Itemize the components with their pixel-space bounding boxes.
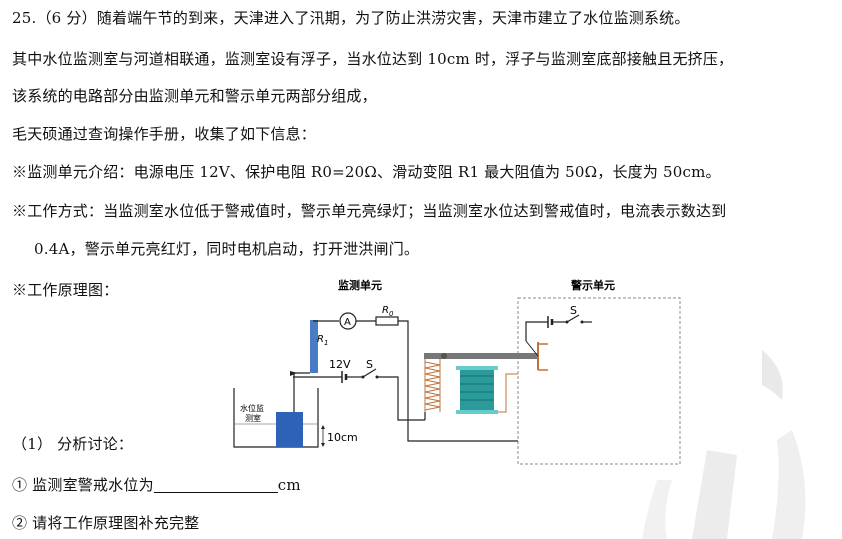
slider-arrow	[290, 371, 297, 376]
answer-blank[interactable]	[153, 476, 278, 493]
resistor-r0	[375, 316, 399, 326]
monitor-unit-label: 监测单元	[338, 278, 382, 292]
switch-s1-label: S	[366, 358, 373, 371]
float	[276, 412, 303, 447]
question-1-prefix: ① 监测室警戒水位为	[12, 476, 154, 494]
relay-armature	[424, 353, 538, 359]
problem-line-1: 25.（6 分）随着端午节的到来，天津进入了汛期，为了防止洪涝灾害，天津市建立了…	[12, 9, 690, 27]
watermark-decoration	[642, 350, 806, 539]
switch-s2	[566, 314, 580, 323]
voltage-label: 12V	[329, 358, 351, 371]
problem-line-5: ※监测单元介绍：电源电压 12V、保护电阻 R0=20Ω、滑动变阻 R1 最大阻…	[12, 163, 721, 181]
switch-s1	[362, 368, 377, 378]
problem-line-6: ※工作方式：当监测室水位低于警戒值时，警示单元亮绿灯；当监测室水位达到警戒值时，…	[12, 202, 727, 220]
question-part-1: （1） 分析讨论：	[12, 435, 134, 453]
question-2: ② 请将工作原理图补充完整	[12, 514, 200, 532]
moving-contact-wire	[525, 340, 539, 357]
problem-line-7: 0.4A，警示单元亮红灯，同时电机启动，打开泄洪闸门。	[34, 240, 420, 258]
question-1: ① 监测室警戒水位为 cm	[12, 475, 301, 495]
switch-s2-label: S	[570, 304, 577, 317]
warning-unit-label: 警示单元	[570, 278, 615, 292]
problem-line-3: 该系统的电路部分由监测单元和警示单元两部分组成，	[12, 87, 377, 105]
ammeter-label: A	[344, 317, 351, 328]
warning-unit-box	[517, 297, 681, 465]
r1-label: R1	[317, 334, 328, 347]
relay-coil	[456, 366, 498, 414]
slider-resistor-r1	[310, 320, 318, 373]
problem-line-2: 其中水位监测室与河道相联通，监测室设有浮子，当水位达到 10cm 时，浮子与监测…	[12, 50, 734, 68]
question-1-unit: cm	[277, 476, 301, 494]
armature-pivot	[441, 353, 447, 359]
height-label: 10cm	[327, 431, 358, 444]
room-label-2: 测室	[245, 413, 261, 423]
room-label-1: 水位监	[240, 403, 264, 413]
problem-line-8: ※工作原理图：	[12, 281, 119, 299]
r0-label: R0	[382, 305, 394, 318]
problem-line-4: 毛天硕通过查询操作手册，收集了如下信息：	[12, 125, 317, 143]
relay-spring	[424, 357, 441, 412]
